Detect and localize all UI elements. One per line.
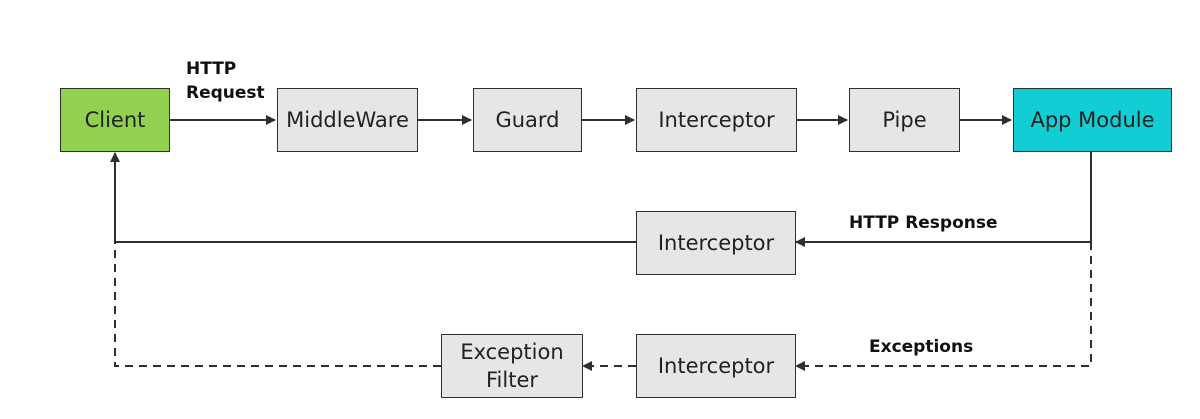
guard-label: Guard	[495, 107, 560, 132]
middleware-label: MiddleWare	[286, 107, 409, 132]
exception-filter-label-line1: Exception	[460, 339, 564, 364]
exception-interceptor-label: Interceptor	[657, 353, 775, 378]
http-response-label: HTTP Response	[849, 213, 998, 233]
app-module-label: App Module	[1030, 107, 1155, 132]
arrow-exception-filter-to-client	[114, 242, 441, 367]
guard-node: Guard	[473, 88, 582, 152]
arrow-response-interceptor-to-client	[110, 152, 636, 243]
pipe-label: Pipe	[882, 107, 927, 132]
exception-filter-label-line2: Filter	[485, 368, 538, 392]
exception-interceptor-node: Interceptor	[636, 334, 796, 398]
request-interceptor-label: Interceptor	[658, 107, 775, 132]
response-interceptor-node: Interceptor	[636, 211, 796, 275]
request-interceptor-node: Interceptor	[636, 88, 797, 152]
client-label: Client	[84, 107, 146, 132]
app-module-node: App Module	[1013, 88, 1172, 152]
http-request-label-line2: Request	[186, 82, 265, 103]
client-node: Client	[60, 88, 170, 152]
response-interceptor-label: Interceptor	[657, 230, 775, 255]
middleware-node: MiddleWare	[277, 88, 418, 152]
pipe-node: Pipe	[849, 88, 960, 152]
http-request-label-line1: HTTP	[186, 59, 237, 79]
exceptions-label: Exceptions	[869, 337, 974, 357]
exception-filter-node: Exception Filter	[441, 334, 583, 398]
http-request-label: HTTP Request	[186, 58, 265, 106]
